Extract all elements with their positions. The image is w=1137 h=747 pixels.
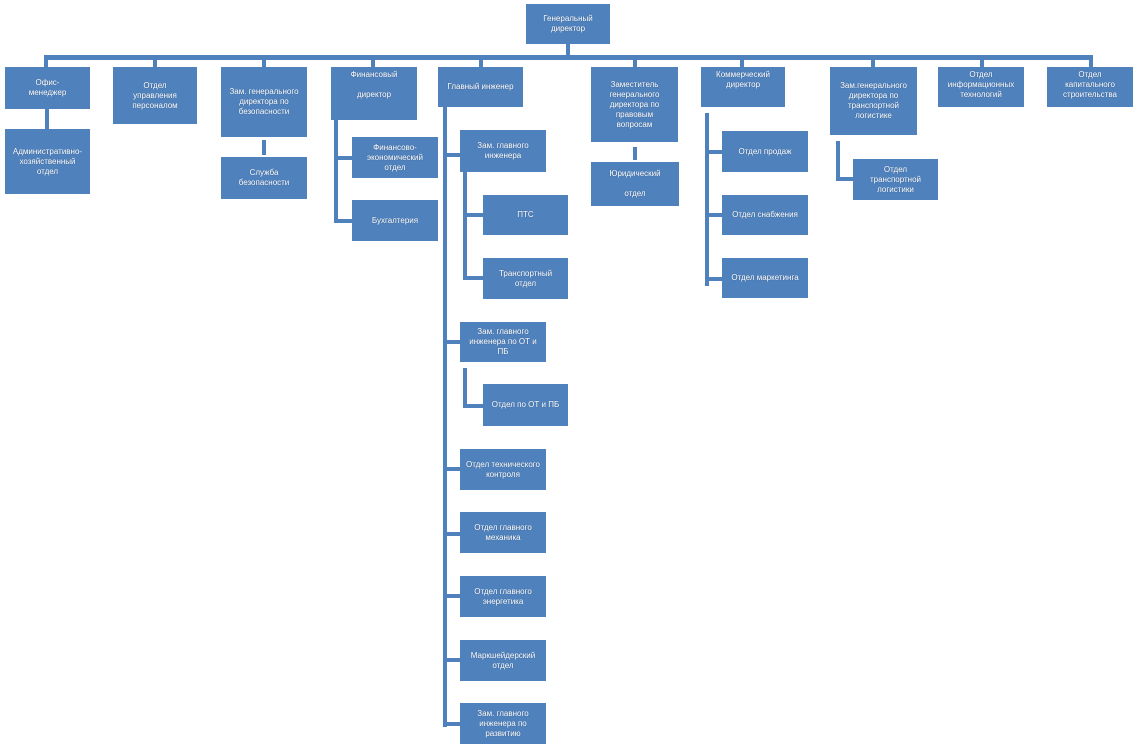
connector-logistics-trunk xyxy=(836,141,840,181)
node-general-director[interactable]: Генеральный директор xyxy=(526,4,610,44)
connector-drop-hr xyxy=(153,55,157,68)
node-deputy-security[interactable]: Зам. генерального директора по безопасно… xyxy=(221,67,307,137)
connector-commercial-branch-3 xyxy=(705,277,722,281)
connector-office-child xyxy=(45,109,49,129)
connector-commercial-trunk xyxy=(705,113,709,286)
node-chief-power-engineer[interactable]: Отдел главного энергетика xyxy=(460,576,546,617)
node-deputy-chief-engineer[interactable]: Зам. главного инженера xyxy=(460,130,546,172)
node-security-service[interactable]: Служба безопасности xyxy=(221,157,307,199)
connector-drop-logistics xyxy=(871,55,875,68)
node-hr-department[interactable]: Отдел управления персоналом xyxy=(113,67,197,124)
node-accounting[interactable]: Бухгалтерия xyxy=(352,200,438,241)
node-sales-department[interactable]: Отдел продаж xyxy=(722,131,808,172)
node-capital-construction[interactable]: Отдел капитального строительства xyxy=(1047,67,1133,107)
connector-legal-child xyxy=(633,147,637,160)
node-finance-director[interactable]: Финансовый директор xyxy=(331,67,417,120)
connector-logistics-branch xyxy=(836,177,853,181)
node-survey-department[interactable]: Маркшейдерский отдел xyxy=(460,640,546,681)
node-finance-econ-department[interactable]: Финансово- экономический отдел xyxy=(352,137,438,178)
connector-ce-branch-3 xyxy=(443,467,460,471)
node-deputy-chief-engineer-ot-pb[interactable]: Зам. главного инженера по ОТ и ПБ xyxy=(460,322,546,362)
connector-deputy-ce-branch-2 xyxy=(463,276,483,280)
connector-ce-branch-4 xyxy=(443,532,460,536)
node-chief-mechanic[interactable]: Отдел главного механика xyxy=(460,512,546,553)
connector-security-child xyxy=(262,140,266,155)
node-marketing-department[interactable]: Отдел маркетинга xyxy=(722,258,808,298)
connector-drop-office xyxy=(44,55,48,68)
connector-root-down xyxy=(566,44,570,57)
connector-drop-security xyxy=(262,55,266,68)
connector-drop-it xyxy=(980,55,984,68)
node-pts[interactable]: ПТС xyxy=(483,195,568,235)
connector-ce-branch-5 xyxy=(443,594,460,598)
node-admin-department[interactable]: Административно- хозяйственный отдел xyxy=(5,129,90,194)
connector-deputy-ce-trunk xyxy=(463,172,467,280)
connector-ce-branch-2 xyxy=(443,340,460,344)
connector-finance-branch-2 xyxy=(334,219,352,223)
node-it-department[interactable]: Отдел информационных технологий xyxy=(938,67,1024,107)
connector-drop-commercial xyxy=(740,55,744,68)
connector-main-bus xyxy=(44,55,1093,60)
connector-ce-branch-7 xyxy=(443,722,460,726)
node-transport-department[interactable]: Транспортный отдел xyxy=(483,258,568,299)
connector-commercial-branch-2 xyxy=(705,213,722,217)
connector-drop-construction xyxy=(1089,55,1093,68)
connector-deputy-otpb-trunk xyxy=(463,368,467,408)
node-commercial-director[interactable]: Коммерческий директор xyxy=(701,67,785,107)
connector-ce-branch-1 xyxy=(443,153,460,157)
node-deputy-chief-engineer-development[interactable]: Зам. главного инженера по развитию xyxy=(460,703,546,744)
connector-drop-legal xyxy=(633,55,637,68)
connector-finance-branch-1 xyxy=(334,156,352,160)
node-technical-control[interactable]: Отдел технического контроля xyxy=(460,449,546,490)
node-deputy-legal[interactable]: Заместитель генерального директора по пр… xyxy=(591,67,678,142)
connector-drop-chief-engineer xyxy=(479,55,483,68)
connector-finance-trunk xyxy=(334,120,338,223)
connector-commercial-branch-1 xyxy=(705,150,722,154)
connector-chief-engineer-trunk xyxy=(443,107,447,727)
connector-drop-finance xyxy=(371,55,375,68)
node-office-manager[interactable]: Офис- менеджер xyxy=(5,67,90,109)
node-legal-department[interactable]: Юридический отдел xyxy=(591,162,679,206)
node-ot-pb-department[interactable]: Отдел по ОТ и ПБ xyxy=(483,384,568,426)
node-deputy-logistics[interactable]: Зам.генерального директора по транспортн… xyxy=(830,67,917,135)
connector-deputy-otpb-branch xyxy=(463,404,483,408)
node-chief-engineer[interactable]: Главный инженер xyxy=(438,67,523,107)
node-supply-department[interactable]: Отдел снабжения xyxy=(722,195,808,235)
node-logistics-department[interactable]: Отдел транспортной логистики xyxy=(853,159,938,200)
connector-deputy-ce-branch-1 xyxy=(463,213,483,217)
connector-ce-branch-6 xyxy=(443,658,460,662)
